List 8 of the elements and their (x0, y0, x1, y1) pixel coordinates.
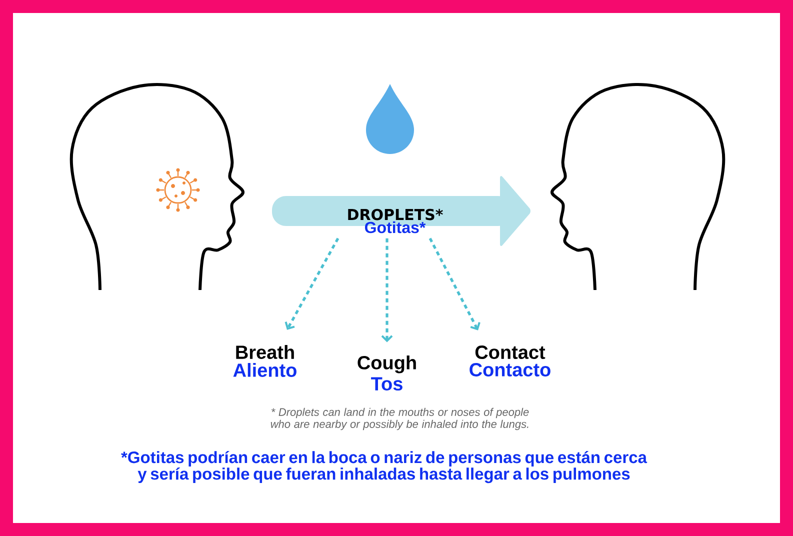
footnote: *Gotitas podrían caer en la boca o nariz de personas que están cerca y sería posible que fueran inhaladas hasta llegar a los pulmones (121, 450, 648, 484)
footnote: * Droplets can land in the mouths or noses of people who are nearby or possibly be inhaled into the lungs. (270, 408, 529, 430)
dotted-arrow (428, 238, 480, 330)
dotted-arrow (381, 238, 393, 342)
dotted-arrow (284, 238, 340, 330)
route-label: Breath Aliento (233, 345, 296, 377)
route-label: Contact Contacto (470, 346, 550, 376)
route-label: Cough Tos (358, 355, 416, 391)
